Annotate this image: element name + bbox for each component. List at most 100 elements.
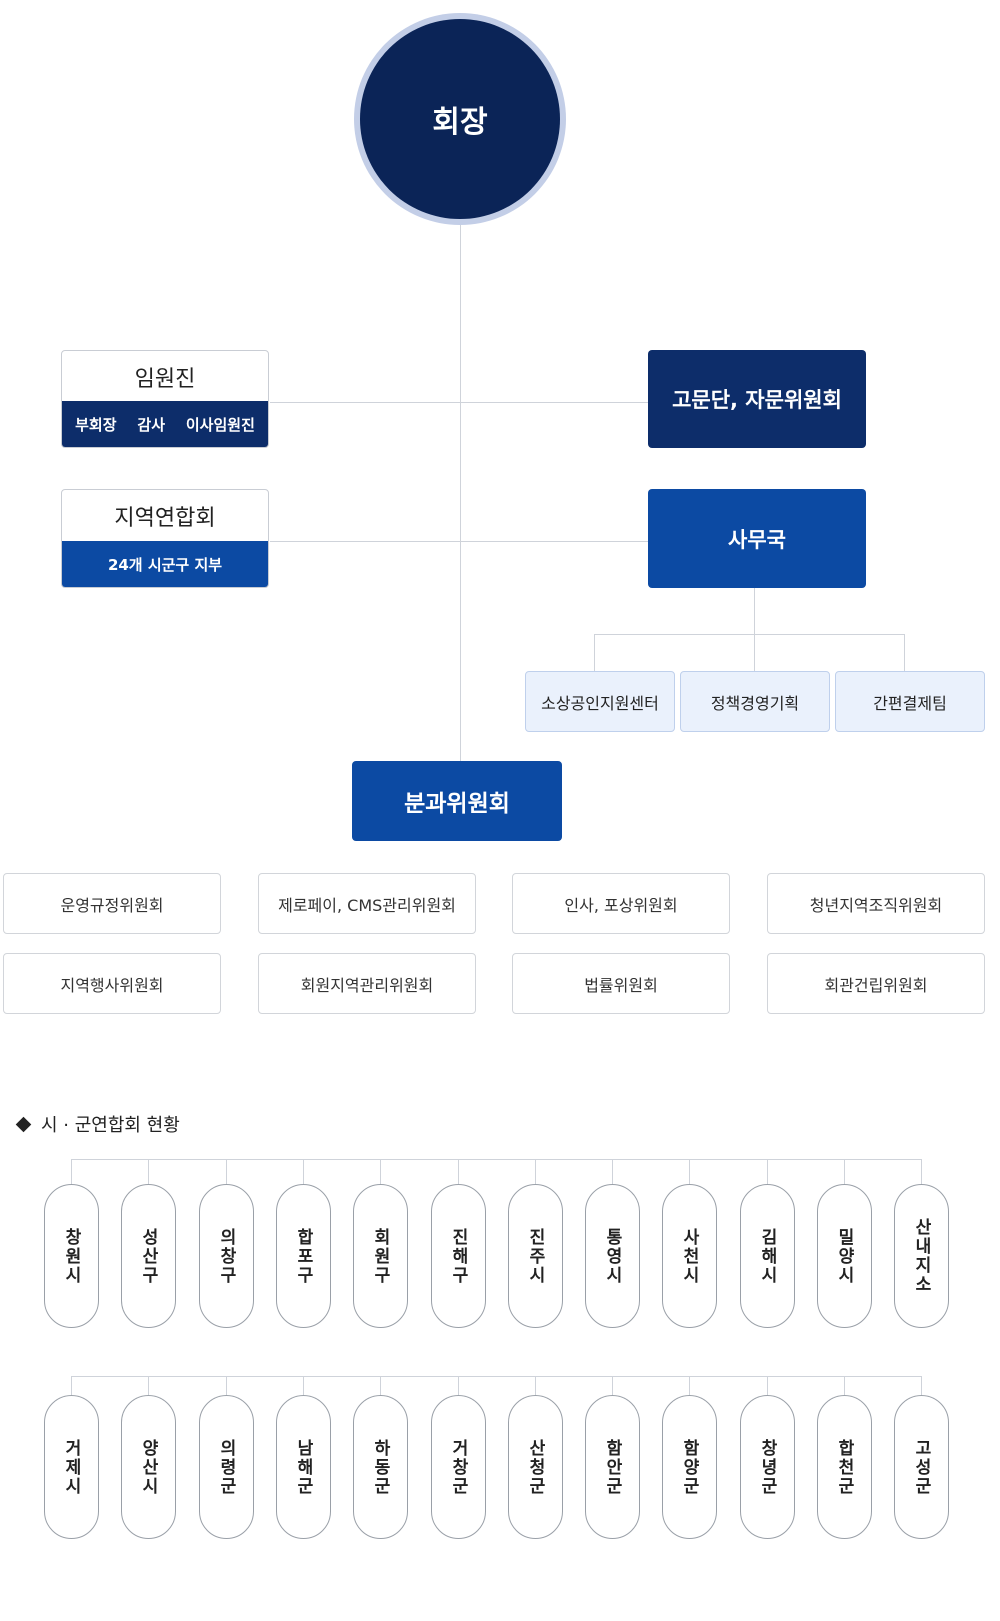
branch-label: 거제시 (61, 1438, 81, 1496)
branch-connector (226, 1376, 227, 1395)
branch-pill[interactable]: 의창구 (199, 1184, 254, 1328)
branches-section-label: 시 · 군연합회 현황 (41, 1115, 180, 1136)
branch-pill[interactable]: 남해군 (276, 1395, 331, 1539)
branch-pill[interactable]: 밀양시 (817, 1184, 872, 1328)
branch-connector (921, 1376, 922, 1395)
branch-connector (380, 1376, 381, 1395)
committee-item[interactable]: 인사, 포상위원회 (512, 873, 730, 934)
executives-title: 임원진 (134, 366, 196, 392)
committee-item[interactable]: 지역행사위원회 (3, 953, 221, 1014)
regional-box[interactable]: 지역연합회 24개 시군구 지부 (61, 489, 269, 588)
branch-connector (535, 1376, 536, 1395)
branch-pill[interactable]: 통영시 (585, 1184, 640, 1328)
branch-connector (71, 1159, 72, 1184)
president-label: 회장 (432, 105, 488, 140)
branches-section-title: 시 · 군연합회 현황 (15, 1112, 180, 1136)
branch-label: 창원시 (61, 1227, 81, 1285)
advisory-label: 고문단, 자문위원회 (672, 388, 842, 412)
branch-connector (148, 1376, 149, 1395)
unit-label: 소상공인지원센터 (541, 693, 659, 713)
branch-connector (380, 1159, 381, 1184)
committee-label: 인사, 포상위원회 (564, 895, 678, 915)
branch-pill[interactable]: 함양군 (662, 1395, 717, 1539)
committee-item[interactable]: 회원지역관리위원회 (258, 953, 476, 1014)
branch-connector (612, 1159, 613, 1184)
secretariat-box[interactable]: 사무국 (648, 489, 866, 588)
diamond-bullet-icon (15, 1116, 32, 1132)
branch-connector (921, 1159, 922, 1184)
committee-item[interactable]: 제로페이, CMS관리위원회 (258, 873, 476, 934)
branch-label: 진주시 (525, 1227, 545, 1285)
branch-label: 의령군 (216, 1438, 236, 1496)
branch-pill[interactable]: 창원시 (44, 1184, 99, 1328)
branch-connector (71, 1376, 72, 1395)
branch-label: 합포구 (293, 1227, 313, 1285)
branch-pill[interactable]: 창녕군 (740, 1395, 795, 1539)
branch-pill[interactable]: 양산시 (121, 1395, 176, 1539)
branch-pill[interactable]: 함안군 (585, 1395, 640, 1539)
regional-title: 지역연합회 (114, 505, 216, 531)
unit-easy-payment-team[interactable]: 간편결제팀 (835, 671, 985, 732)
branch-row2-hline (71, 1376, 921, 1377)
committee-label: 청년지역조직위원회 (809, 895, 943, 915)
committee-label: 지역행사위원회 (60, 975, 164, 995)
exec-connector (270, 402, 648, 403)
branch-connector (148, 1159, 149, 1184)
executives-members: 부회장 감사 이사임원진 (62, 401, 268, 447)
committee-item[interactable]: 회관건립위원회 (767, 953, 985, 1014)
branch-connector (226, 1159, 227, 1184)
secretariat-branch-line (594, 634, 905, 635)
branch-pill[interactable]: 거제시 (44, 1395, 99, 1539)
branch-label: 사천시 (679, 1227, 699, 1285)
branch-pill[interactable]: 고성군 (894, 1395, 949, 1539)
branch-pill[interactable]: 산내지소 (894, 1184, 949, 1328)
president-node[interactable]: 회장 (360, 19, 560, 219)
committee-item[interactable]: 법률위원회 (512, 953, 730, 1014)
committee-label: 회원지역관리위원회 (300, 975, 434, 995)
branch-pill[interactable]: 합포구 (276, 1184, 331, 1328)
branch-label: 산내지소 (911, 1218, 931, 1294)
committee-item[interactable]: 청년지역조직위원회 (767, 873, 985, 934)
branch-connector (458, 1376, 459, 1395)
secretariat-label: 사무국 (728, 527, 786, 552)
branch-connector (689, 1376, 690, 1395)
branch-pill[interactable]: 진해구 (431, 1184, 486, 1328)
unit-small-business-center[interactable]: 소상공인지원센터 (525, 671, 675, 732)
branch-connector (303, 1376, 304, 1395)
branch-label: 밀양시 (834, 1227, 854, 1285)
branch-pill[interactable]: 거창군 (431, 1395, 486, 1539)
trunk-line (460, 219, 461, 761)
branch-pill[interactable]: 사천시 (662, 1184, 717, 1328)
committee-item[interactable]: 운영규정위원회 (3, 873, 221, 934)
unit-policy-planning[interactable]: 정책경영기획 (680, 671, 830, 732)
secretariat-down-line (754, 588, 755, 634)
regional-sub: 24개 시군구 지부 (62, 541, 268, 587)
branch-label: 함안군 (602, 1438, 622, 1496)
regional-connector (270, 541, 648, 542)
branch-pill[interactable]: 성산구 (121, 1184, 176, 1328)
branch-label: 진해구 (448, 1227, 468, 1285)
branch-connector (612, 1376, 613, 1395)
advisory-box[interactable]: 고문단, 자문위원회 (648, 350, 866, 448)
branch-label: 합천군 (834, 1438, 854, 1496)
branch-pill[interactable]: 회원구 (353, 1184, 408, 1328)
branch-pill[interactable]: 산청군 (508, 1395, 563, 1539)
branch-pill[interactable]: 의령군 (199, 1395, 254, 1539)
branch-pill[interactable]: 하동군 (353, 1395, 408, 1539)
committee-label: 법률위원회 (584, 975, 658, 995)
branch-label: 하동군 (370, 1438, 390, 1496)
executives-box[interactable]: 임원진 부회장 감사 이사임원진 (61, 350, 269, 448)
committees-head-box[interactable]: 분과위원회 (352, 761, 562, 841)
branch-pill[interactable]: 김해시 (740, 1184, 795, 1328)
branch-label: 거창군 (448, 1438, 468, 1496)
branch-pill[interactable]: 합천군 (817, 1395, 872, 1539)
branch-connector (844, 1376, 845, 1395)
committee-label: 운영규정위원회 (60, 895, 164, 915)
branch-label: 성산구 (138, 1227, 158, 1285)
unit1-drop (594, 634, 595, 671)
branch-label: 함양군 (679, 1438, 699, 1496)
unit2-drop (754, 634, 755, 671)
branch-connector (303, 1159, 304, 1184)
branch-connector (535, 1159, 536, 1184)
branch-pill[interactable]: 진주시 (508, 1184, 563, 1328)
